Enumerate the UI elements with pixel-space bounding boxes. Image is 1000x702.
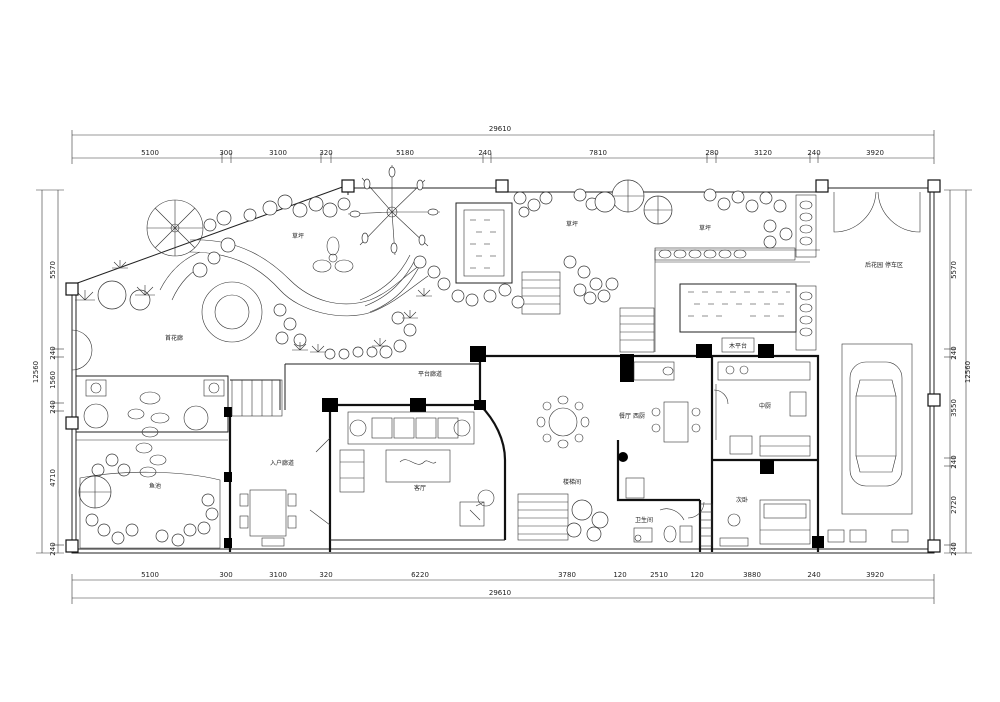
- label-kitchen: 中厨: [759, 402, 771, 410]
- room-labels: 草坪 草坪 草坪 后花园 停车区 首花廊 平台廊道 入户廊道 鱼池 客厅 餐厅 …: [149, 220, 903, 524]
- garden-area: [146, 165, 820, 353]
- spiky-shrubs: [75, 260, 432, 353]
- reflecting-pool: [455, 202, 513, 284]
- label-pond: 鱼池: [149, 482, 161, 490]
- dim-top-3: 3100: [269, 149, 287, 157]
- car-icon: [849, 361, 903, 487]
- label-lawn-right: 草坪: [566, 220, 578, 228]
- dim-top-8: 280: [705, 149, 718, 157]
- dim-top-6: 240: [478, 149, 491, 157]
- dim-top-4: 320: [319, 149, 332, 157]
- dim-bottom-8: 2510: [650, 571, 668, 579]
- label-lawn-left: 草坪: [292, 232, 304, 240]
- dim-right-6: 240: [950, 542, 958, 555]
- dim-left-2: 240: [49, 346, 57, 359]
- fish-pond-area: [75, 375, 229, 549]
- dim-right-5: 2720: [950, 496, 958, 514]
- garden-steps: [359, 254, 423, 313]
- label-bathroom: 卫生间: [635, 516, 653, 524]
- label-deck: 木平台: [729, 342, 747, 350]
- label-entrance: 入户廊道: [270, 459, 294, 467]
- dim-bottom-6: 3780: [558, 571, 576, 579]
- fan-sculpture-icon: [312, 236, 354, 273]
- interior-stairs: [231, 379, 713, 547]
- dim-right-4: 240: [950, 455, 958, 468]
- dim-bottom-total: 29610: [489, 589, 511, 597]
- hedge-strip: [654, 247, 796, 261]
- doors: [71, 191, 921, 526]
- dim-bottom-12: 3920: [866, 571, 884, 579]
- label-terrace: 平台廊道: [418, 370, 442, 378]
- label-lawn-far: 草坪: [699, 224, 711, 232]
- bottom-dimensions: 5100 300 3100 320 6220 3780 120 2510 120…: [71, 571, 935, 604]
- palm-tree-icon: [347, 165, 440, 256]
- dim-bottom-7: 120: [613, 571, 626, 579]
- dim-bottom-1: 5100: [141, 571, 159, 579]
- stair-plants: [566, 499, 609, 542]
- dim-top-9: 3120: [754, 149, 772, 157]
- label-backyard: 后花园 停车区: [865, 261, 903, 269]
- dim-right-total: 12560: [964, 361, 972, 383]
- entrance-furniture: [239, 489, 297, 547]
- living-room-furniture: [339, 411, 495, 527]
- dim-bottom-9: 120: [690, 571, 703, 579]
- right-dimensions: 12560 5570 240 3550 240 2720 240: [944, 189, 972, 556]
- dim-left-1: 5570: [49, 261, 57, 279]
- dim-right-1: 5570: [950, 261, 958, 279]
- left-dimensions: 12560 5570 240 1560 240 4710 240: [32, 189, 64, 556]
- steps-center: [521, 271, 655, 353]
- dim-bottom-2: 300: [219, 571, 232, 579]
- dim-top-2: 300: [219, 149, 232, 157]
- parking-area: [827, 343, 913, 543]
- dim-bottom-5: 6220: [411, 571, 429, 579]
- label-dining: 餐厅 西厨: [619, 412, 645, 420]
- dim-bottom-11: 240: [807, 571, 820, 579]
- dim-top-1: 5100: [141, 149, 159, 157]
- dim-bottom-3: 3100: [269, 571, 287, 579]
- planter-strip: [795, 194, 817, 351]
- structure-columns: [65, 179, 941, 553]
- dim-left-3: 1560: [49, 371, 57, 389]
- dim-left-6: 240: [49, 542, 57, 555]
- kitchen-furniture: [715, 361, 811, 457]
- garden-trees: [75, 179, 793, 547]
- dim-left-total: 12560: [32, 361, 40, 383]
- dim-bottom-10: 3880: [743, 571, 761, 579]
- dim-top-total: 29610: [489, 125, 511, 133]
- interior-walls: [228, 354, 820, 552]
- dim-top-7: 7810: [589, 149, 607, 157]
- dim-right-3: 3550: [950, 399, 958, 417]
- dim-left-4: 240: [49, 400, 57, 413]
- deck-area: [679, 283, 797, 353]
- label-bedroom: 次卧: [736, 496, 748, 504]
- bathroom-fixtures: [633, 508, 693, 543]
- label-living: 客厅: [414, 484, 426, 492]
- dining-furniture: [536, 361, 701, 499]
- dim-top-11: 3920: [866, 149, 884, 157]
- label-corridor: 首花廊: [165, 334, 183, 342]
- bedroom-furniture: [719, 499, 811, 547]
- dim-top-5: 5180: [396, 149, 414, 157]
- dim-right-2: 240: [950, 346, 958, 359]
- dim-top-10: 240: [807, 149, 820, 157]
- dim-left-5: 4710: [49, 469, 57, 487]
- top-dimensions: 29610 5100 300 3100 320 5180 240 7810 28…: [71, 125, 935, 164]
- label-stairs: 楼梯间: [563, 478, 581, 486]
- gazebo-icon: [146, 199, 204, 257]
- dim-bottom-4: 320: [319, 571, 332, 579]
